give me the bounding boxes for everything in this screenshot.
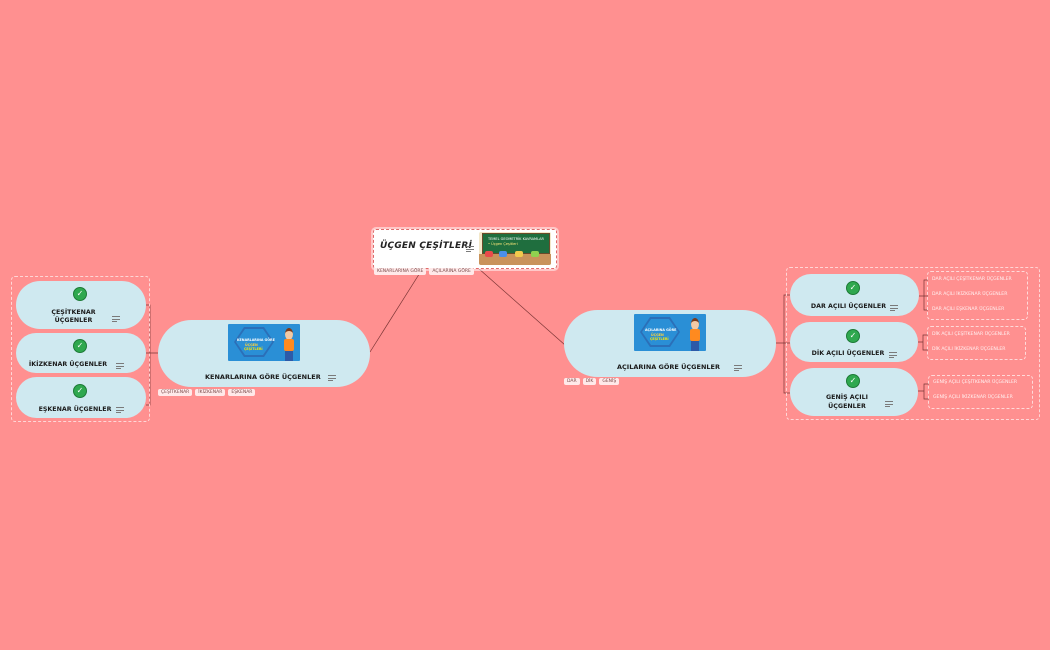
right-main-image: AÇILARINA GÖRE ÜÇGEN ÇEŞİTLERİ bbox=[634, 314, 706, 351]
dik-acili-label: DİK AÇILI ÜÇGENLER bbox=[811, 350, 885, 357]
dik-leaves-group bbox=[927, 326, 1026, 360]
node-cesitkenar-ucgenler[interactable]: ✓ ÇEŞİTKENAR ÜÇGENLER bbox=[16, 281, 146, 329]
root-image: TEMEL GEOMETRİK KAVRAMLAR • Üçgen Çeşitl… bbox=[479, 232, 551, 265]
note-icon[interactable] bbox=[116, 363, 124, 369]
left-main-title: KENARLARINA GÖRE ÜÇGENLER bbox=[205, 373, 321, 381]
left-tags: ÇEŞİTKENAR İKİZKENAR EŞKENAR bbox=[158, 389, 256, 396]
genis-leaves-group bbox=[928, 375, 1033, 409]
image-line-1: AÇILARINA GÖRE bbox=[645, 328, 677, 332]
tag-cesitkenar[interactable]: ÇEŞİTKENAR bbox=[158, 389, 193, 396]
character-icon bbox=[688, 318, 702, 351]
leaf-dik-cesitkenar[interactable]: DİK AÇILI ÇEŞİTKENAR ÜÇGENLER bbox=[932, 332, 1010, 337]
image-line-2: ÜÇGEN bbox=[651, 333, 664, 337]
right-tags: DAR DİK GENİŞ bbox=[564, 378, 620, 385]
root-title: ÜÇGEN ÇEŞİTLERİ bbox=[380, 241, 472, 251]
note-icon[interactable] bbox=[889, 352, 897, 358]
tag-dik[interactable]: DİK bbox=[582, 378, 597, 385]
tag-eskenar[interactable]: EŞKENAR bbox=[228, 389, 256, 396]
chalkboard-line-1: TEMEL GEOMETRİK KAVRAMLAR bbox=[488, 237, 544, 241]
tag-ikizkenar[interactable]: İKİZKENAR bbox=[195, 389, 226, 396]
link-root-right bbox=[477, 267, 566, 346]
leaf-dar-eskenar[interactable]: DAR AÇILI EŞKENAR ÜÇGENLER bbox=[932, 307, 1005, 312]
node-eskenar-ucgenler[interactable]: ✓ EŞKENAR ÜÇGENLER bbox=[16, 377, 146, 418]
dar-acili-label: DAR AÇILI ÜÇGENLER bbox=[810, 303, 887, 310]
check-circle-icon: ✓ bbox=[846, 374, 860, 388]
image-line-2: ÜÇGEN bbox=[245, 343, 258, 347]
chalkboard-line-2: • Üçgen Çeşitleri bbox=[488, 242, 518, 246]
note-icon[interactable] bbox=[466, 246, 474, 252]
check-circle-icon: ✓ bbox=[73, 384, 87, 398]
tag-genis[interactable]: GENİŞ bbox=[599, 378, 620, 385]
note-icon[interactable] bbox=[328, 375, 336, 381]
leaf-dar-ikizkenar[interactable]: DAR AÇILI İKİZKENAR ÜÇGENLER bbox=[932, 292, 1008, 297]
note-icon[interactable] bbox=[734, 365, 742, 371]
node-genis-acili-ucgenler[interactable]: ✓ GENİŞ AÇILI ÜÇGENLER bbox=[790, 368, 918, 416]
character-icon bbox=[282, 328, 296, 361]
left-children-group bbox=[11, 276, 150, 422]
cesitkenar-label-1: ÇEŞİTKENAR bbox=[51, 309, 96, 316]
genis-acili-label-1: GENİŞ AÇILI bbox=[825, 394, 868, 401]
node-dar-acili-ucgenler[interactable]: ✓ DAR AÇILI ÜÇGENLER bbox=[790, 274, 919, 316]
leaf-genis-cesitkenar[interactable]: GENİŞ AÇILI ÇEŞİTKENAR ÜÇGENLER bbox=[933, 380, 1018, 385]
genis-acili-label-2: ÜÇGENLER bbox=[828, 403, 866, 410]
leaf-dik-ikizkenar[interactable]: DİK AÇILI İKİZKENAR ÜÇGENLER bbox=[932, 347, 1006, 352]
note-icon[interactable] bbox=[890, 305, 898, 311]
root-node[interactable]: ÜÇGEN ÇEŞİTLERİ TEMEL GEOMETRİK KAVRAMLA… bbox=[373, 229, 557, 269]
left-main-node[interactable]: KENARLARINA GÖRE ÜÇGEN ÇEŞİTLERİ KENARLA… bbox=[158, 320, 370, 387]
leaf-dar-cesitkenar[interactable]: DAR AÇILI ÇEŞİTKENAR ÜÇGENLER bbox=[932, 277, 1012, 282]
tag-acilarina-gore[interactable]: AÇILARINA GÖRE bbox=[429, 268, 474, 275]
leaf-genis-ikizkenar[interactable]: GENİŞ AÇILI İKİZKENAR ÜÇGENLER bbox=[933, 395, 1013, 400]
desk-illustration bbox=[479, 251, 551, 265]
node-ikizkenar-ucgenler[interactable]: ✓ İKİZKENAR ÜÇGENLER bbox=[16, 333, 146, 373]
right-main-title: AÇILARINA GÖRE ÜÇGENLER bbox=[617, 363, 720, 371]
ikizkenar-label: İKİZKENAR ÜÇGENLER bbox=[28, 361, 108, 368]
image-line-1: KENARLARINA GÖRE bbox=[237, 338, 275, 342]
image-line-3: ÇEŞİTLERİ bbox=[244, 347, 263, 351]
root-tags: KENARLARINA GÖRE AÇILARINA GÖRE bbox=[374, 268, 474, 275]
node-dik-acili-ucgenler[interactable]: ✓ DİK AÇILI ÜÇGENLER bbox=[790, 322, 918, 362]
note-icon[interactable] bbox=[112, 316, 120, 322]
link-root-left bbox=[369, 267, 424, 353]
tag-dar[interactable]: DAR bbox=[564, 378, 580, 385]
check-circle-icon: ✓ bbox=[73, 287, 87, 301]
cesitkenar-label-2: ÜÇGENLER bbox=[54, 317, 93, 324]
left-main-image: KENARLARINA GÖRE ÜÇGEN ÇEŞİTLERİ bbox=[228, 324, 300, 361]
tag-kenarlarina-gore[interactable]: KENARLARINA GÖRE bbox=[374, 268, 427, 275]
right-main-node[interactable]: AÇILARINA GÖRE ÜÇGEN ÇEŞİTLERİ AÇILARINA… bbox=[564, 310, 776, 377]
image-line-3: ÇEŞİTLERİ bbox=[650, 337, 669, 341]
dar-leaves-group bbox=[927, 271, 1028, 320]
eskenar-label: EŞKENAR ÜÇGENLER bbox=[38, 406, 112, 413]
check-circle-icon: ✓ bbox=[846, 281, 860, 295]
note-icon[interactable] bbox=[116, 407, 124, 413]
check-circle-icon: ✓ bbox=[846, 329, 860, 343]
right-children-group bbox=[786, 267, 1040, 420]
note-icon[interactable] bbox=[885, 401, 893, 407]
check-circle-icon: ✓ bbox=[73, 339, 87, 353]
